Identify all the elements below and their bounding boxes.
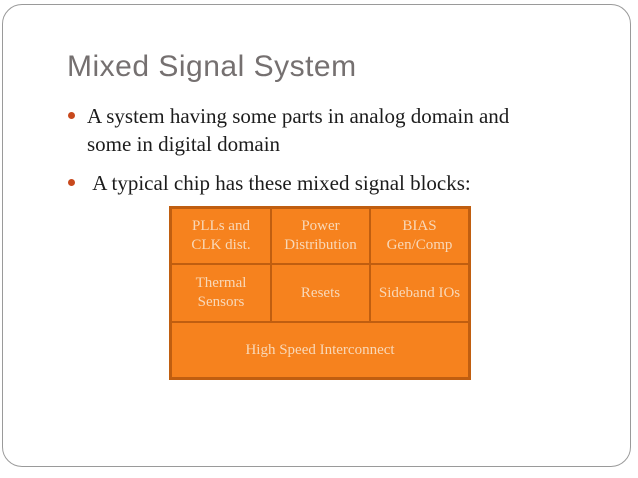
table-cell-line: PLLs and bbox=[192, 218, 250, 234]
table-cell-resets: Resets bbox=[271, 264, 370, 322]
table-cell-power-distribution: Power Distribution bbox=[271, 208, 370, 264]
table-cell-line: Thermal bbox=[195, 275, 247, 291]
table-cell-line: Resets bbox=[300, 284, 341, 301]
table-cell-line: Sideband IOs bbox=[378, 284, 461, 301]
table-cell-line: Gen/Comp bbox=[386, 237, 453, 253]
slide-border-frame bbox=[2, 4, 631, 467]
table-cell-line: BIAS bbox=[402, 218, 437, 234]
bullet-text: A typical chip has these mixed signal bl… bbox=[87, 171, 471, 195]
table-cell-line: High Speed Interconnect bbox=[245, 341, 395, 358]
table-cell-high-speed-interconnect: High Speed Interconnect bbox=[171, 322, 469, 378]
bullet-dot-icon bbox=[68, 179, 75, 186]
table-cell-line: Distribution bbox=[284, 237, 357, 253]
bullet-item: A typical chip has these mixed signal bl… bbox=[68, 169, 560, 197]
table-cell-sideband-ios: Sideband IOs bbox=[370, 264, 469, 322]
bullet-item: A system having some parts in analog dom… bbox=[68, 102, 560, 158]
table-cell-line: CLK dist. bbox=[191, 237, 251, 253]
mixed-signal-blocks-table: PLLs and CLK dist. Power Distribution BI… bbox=[169, 206, 471, 380]
table-cell-bias-gen-comp: BIAS Gen/Comp bbox=[370, 208, 469, 264]
bullet-list: A system having some parts in analog dom… bbox=[68, 102, 560, 197]
table-cell-line: Power bbox=[301, 218, 340, 234]
bullet-dot-icon bbox=[68, 112, 75, 119]
bullet-text: A system having some parts in analog dom… bbox=[87, 104, 515, 156]
slide-title: Mixed Signal System bbox=[67, 50, 357, 83]
table-cell-thermal-sensors: Thermal Sensors bbox=[171, 264, 271, 322]
table-cell-line: Sensors bbox=[197, 294, 245, 310]
table-cell-plls-clk: PLLs and CLK dist. bbox=[171, 208, 271, 264]
